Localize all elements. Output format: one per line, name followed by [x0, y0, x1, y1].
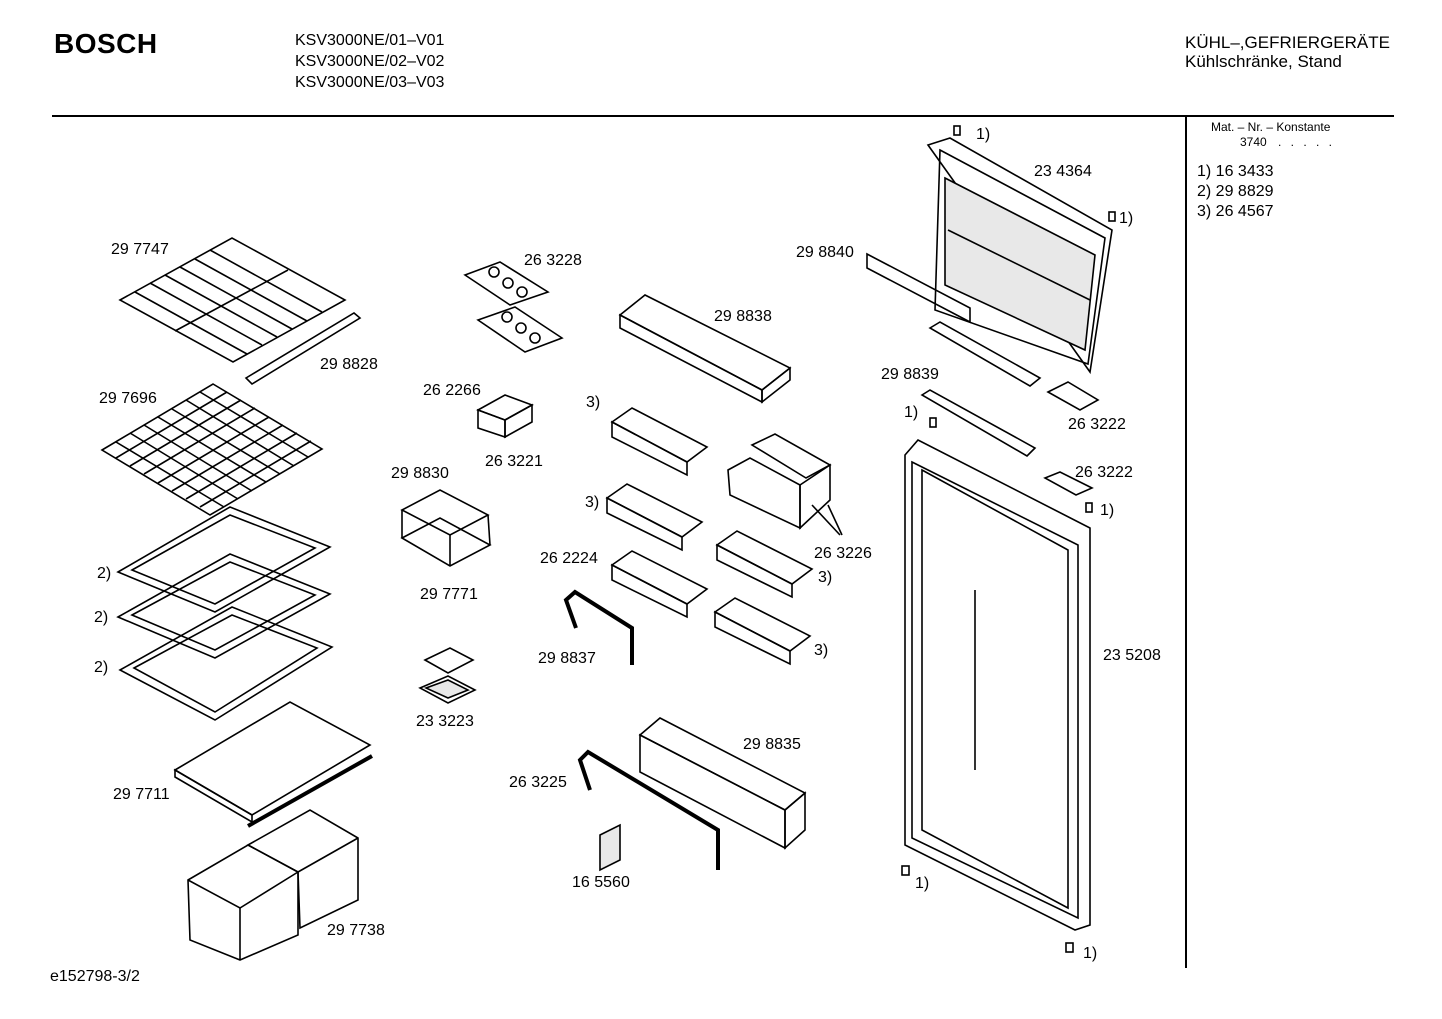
seal-strip-drawing: [866, 252, 971, 324]
crisper-cover-drawing: [173, 701, 373, 828]
storage-frame-drawing: [400, 489, 492, 567]
part-label: 29 8835: [743, 736, 801, 753]
hinge-drawing: [1043, 381, 1100, 496]
door-shelf-drawing: [610, 550, 709, 619]
mat-number-value: 3740: [1240, 135, 1267, 149]
header-divider: [52, 115, 1394, 117]
part-label: 29 8839: [881, 366, 939, 383]
part-label: 29 8837: [538, 650, 596, 667]
dairy-compartment-drawing: [727, 433, 843, 536]
grid-shelf-drawing: [100, 383, 324, 516]
door-balcony-drawing: [618, 294, 792, 404]
part-label: 29 8840: [796, 244, 854, 261]
part-label: 26 3222: [1068, 416, 1126, 433]
mat-number-heading: Mat. – Nr. – Konstante: [1211, 120, 1331, 134]
door-shelf-drawing: [713, 597, 812, 666]
drawing-code: e152798-3/2: [50, 968, 140, 985]
model-number: KSV3000NE/01–V01: [295, 32, 445, 49]
screw-drawing: [953, 125, 961, 136]
part-label: 16 5560: [572, 874, 630, 891]
ref-marker: 1): [904, 404, 919, 421]
part-label: 26 3228: [524, 252, 582, 269]
screw-drawing: [1065, 942, 1074, 953]
model-number: KSV3000NE/02–V02: [295, 53, 445, 70]
hinge-cover-drawing: [599, 823, 621, 872]
wire-shelf-drawing: [118, 237, 347, 363]
screw-drawing: [929, 417, 937, 428]
ref-marker: 1): [915, 875, 930, 892]
bottle-bar-drawing: [563, 589, 634, 665]
footnote: 1) 16 3433: [1197, 163, 1274, 180]
bottle-bar-drawing: [577, 749, 720, 870]
ref-marker: 3): [586, 394, 601, 411]
part-label: 26 2266: [423, 382, 481, 399]
part-label: 29 7747: [111, 241, 169, 258]
ref-marker: 2): [97, 565, 112, 582]
footnote-list: 1) 16 3433 2) 29 8829 3) 26 4567: [1197, 162, 1274, 222]
part-label: 26 3225: [509, 774, 567, 791]
part-label: 29 8830: [391, 465, 449, 482]
model-number: KSV3000NE/03–V03: [295, 74, 445, 91]
glass-shelf-drawing: [118, 606, 334, 721]
screw-drawing: [1085, 502, 1093, 513]
screw-drawing: [1108, 211, 1116, 222]
fridge-door-drawing: [904, 439, 1091, 931]
ref-marker: 3): [814, 642, 829, 659]
ref-marker: 2): [94, 609, 109, 626]
ref-marker: 2): [94, 659, 109, 676]
ref-marker: 1): [976, 126, 991, 143]
category-line: Kühlschränke, Stand: [1185, 52, 1342, 71]
screw-drawing: [901, 865, 910, 876]
part-label: 23 5208: [1103, 647, 1161, 664]
part-label: 29 7771: [420, 586, 478, 603]
part-label: 26 2224: [540, 550, 598, 567]
freezer-door-drawing: [926, 137, 1113, 375]
ref-marker: 1): [1100, 502, 1115, 519]
handle-drawing: [920, 321, 1042, 458]
part-label: 23 3223: [416, 713, 474, 730]
ref-marker: 3): [585, 494, 600, 511]
category-title: KÜHL–,GEFRIERGERÄTE Kühlschränke, Stand: [1185, 33, 1390, 71]
door-shelf-drawing: [715, 530, 814, 599]
bottle-shelf-drawing: [638, 717, 807, 850]
model-list: KSV3000NE/01–V01 KSV3000NE/02–V02 KSV300…: [295, 30, 444, 93]
brand-logo: BOSCH: [54, 28, 158, 59]
ref-marker: 3): [818, 569, 833, 586]
crisper-drawer-drawing: [187, 809, 359, 961]
part-label: 29 7738: [327, 922, 385, 939]
part-label: 29 8838: [714, 308, 772, 325]
door-shelf-drawing: [610, 407, 709, 477]
egg-tray-drawing: [463, 261, 564, 353]
part-label: 29 8828: [320, 356, 378, 373]
shelf-strip-drawing: [244, 312, 362, 386]
ice-tray-drawing: [476, 394, 534, 439]
ref-marker: 1): [1083, 945, 1098, 962]
small-container-drawing: [418, 647, 477, 704]
mat-number-dots: . . . . .: [1278, 135, 1336, 149]
glass-shelf-drawing: [116, 506, 332, 613]
footnote: 2) 29 8829: [1197, 183, 1274, 200]
part-label: 26 3226: [814, 545, 872, 562]
part-label: 23 4364: [1034, 163, 1092, 180]
footnote: 3) 26 4567: [1197, 203, 1274, 220]
part-label: 26 3221: [485, 453, 543, 470]
part-label: 29 7696: [99, 390, 157, 407]
part-label: 26 3222: [1075, 464, 1133, 481]
ref-marker: 1): [1119, 210, 1134, 227]
category-line: KÜHL–,GEFRIERGERÄTE: [1185, 33, 1390, 52]
door-shelf-drawing: [605, 483, 704, 552]
sidebar-divider: [1185, 116, 1187, 968]
part-label: 29 7711: [113, 786, 170, 803]
